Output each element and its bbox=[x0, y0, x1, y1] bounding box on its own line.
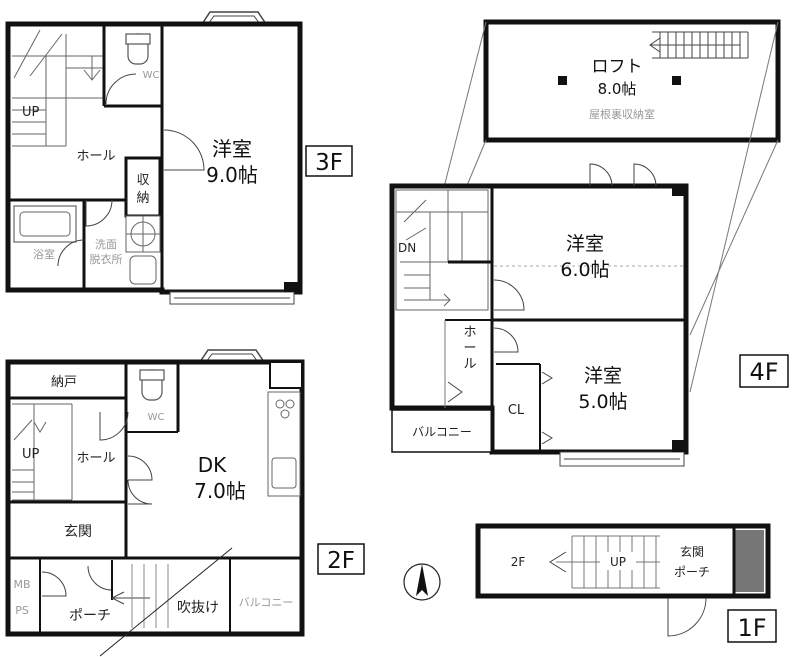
2f-bay-window bbox=[199, 349, 265, 363]
floor-1f: UP 2F 玄関 ポーチ 1F bbox=[475, 523, 777, 643]
3f-wash-label-2: 脱衣所 bbox=[90, 252, 123, 266]
2f-tag-box bbox=[317, 543, 365, 575]
4f-balcony-box bbox=[391, 409, 493, 453]
2f-hall-label: ホール bbox=[76, 451, 115, 466]
loft-note: 屋根裏収納室 bbox=[589, 107, 655, 121]
4f-cl-label: CL bbox=[508, 403, 525, 418]
1f-entrance-label: 玄関 bbox=[680, 544, 704, 559]
4f-hall-label-3: ル bbox=[463, 357, 476, 372]
loft-column-left bbox=[558, 76, 567, 85]
loft-name: ロフト bbox=[592, 57, 643, 77]
3f-bay-window bbox=[201, 11, 267, 25]
loft-column-right bbox=[672, 76, 681, 85]
2f-mb-label: MB bbox=[13, 578, 30, 591]
floor-3f: UP WC ホール 収 納 洋室 9.0帖 浴室 洗面 脱衣所 bbox=[5, 11, 353, 305]
loft-outline bbox=[483, 19, 781, 143]
4f-hall-label-1: ホ bbox=[463, 325, 476, 340]
2f-stairs bbox=[12, 403, 73, 501]
4f-western-b-name: 洋室 bbox=[584, 365, 622, 387]
2f-void-stairs bbox=[131, 564, 169, 628]
3f-tag: 3F bbox=[315, 150, 343, 176]
2f-entrance-label: 玄関 bbox=[64, 523, 92, 540]
1f-tag-box bbox=[727, 609, 777, 643]
2f-dk-name: DK bbox=[198, 453, 227, 477]
1f-entry-door bbox=[667, 597, 707, 637]
3f-wc-label: WC bbox=[143, 70, 160, 81]
4f-western-a-size: 6.0帖 bbox=[560, 259, 609, 281]
floor-4f: DN 洋室 6.0帖 ホ ー ル CL 洋室 5.0帖 bbox=[389, 163, 789, 467]
1f-tag: 1F bbox=[737, 614, 766, 642]
floor-2f: 納戸 WC UP ホール 玄関 DK bbox=[5, 349, 365, 657]
4f-stairs-label: DN bbox=[398, 241, 416, 255]
3f-hall-label: ホール bbox=[76, 149, 115, 164]
3f-stairs bbox=[12, 29, 105, 147]
2f-porch-label: ポーチ bbox=[69, 608, 111, 624]
2f-dk-size: 7.0帖 bbox=[194, 479, 246, 503]
2f-ps-label: PS bbox=[15, 604, 29, 617]
loft-plan: ロフト 8.0帖 屋根裏収納室 bbox=[483, 19, 781, 143]
loft-ladder bbox=[649, 31, 749, 59]
3f-sink bbox=[129, 255, 157, 285]
4f-western-a-name: 洋室 bbox=[566, 233, 604, 255]
3f-stairs-label: UP bbox=[22, 105, 40, 120]
4f-hall-label-2: ー bbox=[463, 341, 476, 356]
2f-outline bbox=[5, 359, 305, 637]
3f-bath-label: 浴室 bbox=[33, 247, 55, 261]
4f-hall-doors bbox=[447, 279, 525, 403]
3f-western-name: 洋室 bbox=[212, 137, 252, 161]
2f-balcony-label: バルコニー bbox=[239, 596, 294, 609]
2f-void-line bbox=[99, 547, 233, 657]
2f-closet-label: 納戸 bbox=[51, 375, 77, 390]
1f-up-label: UP bbox=[610, 555, 626, 569]
3f-wash-label-1: 洗面 bbox=[95, 238, 117, 251]
3f-tag-box bbox=[305, 145, 353, 177]
3f-storage-2: 納 bbox=[136, 191, 149, 206]
4f-top-doors bbox=[589, 163, 657, 187]
2f-stairs-label: UP bbox=[22, 447, 40, 462]
2f-tag: 2F bbox=[327, 548, 355, 574]
2f-fridge-space bbox=[269, 361, 303, 389]
4f-tag: 4F bbox=[749, 358, 778, 386]
2f-wc-label: WC bbox=[148, 412, 165, 423]
1f-dark-block bbox=[734, 530, 764, 592]
north-arrow-icon bbox=[403, 563, 441, 601]
3f-storage-1: 収 bbox=[136, 173, 149, 188]
1f-porch-label: ポーチ bbox=[674, 565, 710, 579]
4f-western-b-size: 5.0帖 bbox=[578, 391, 627, 413]
2f-void-label: 吹抜け bbox=[177, 600, 219, 616]
1f-2f-label: 2F bbox=[511, 555, 526, 569]
4f-tag-box bbox=[739, 354, 789, 388]
loft-size: 8.0帖 bbox=[598, 80, 637, 98]
4f-balcony-label: バルコニー bbox=[412, 425, 472, 439]
3f-western-size: 9.0帖 bbox=[206, 163, 258, 187]
